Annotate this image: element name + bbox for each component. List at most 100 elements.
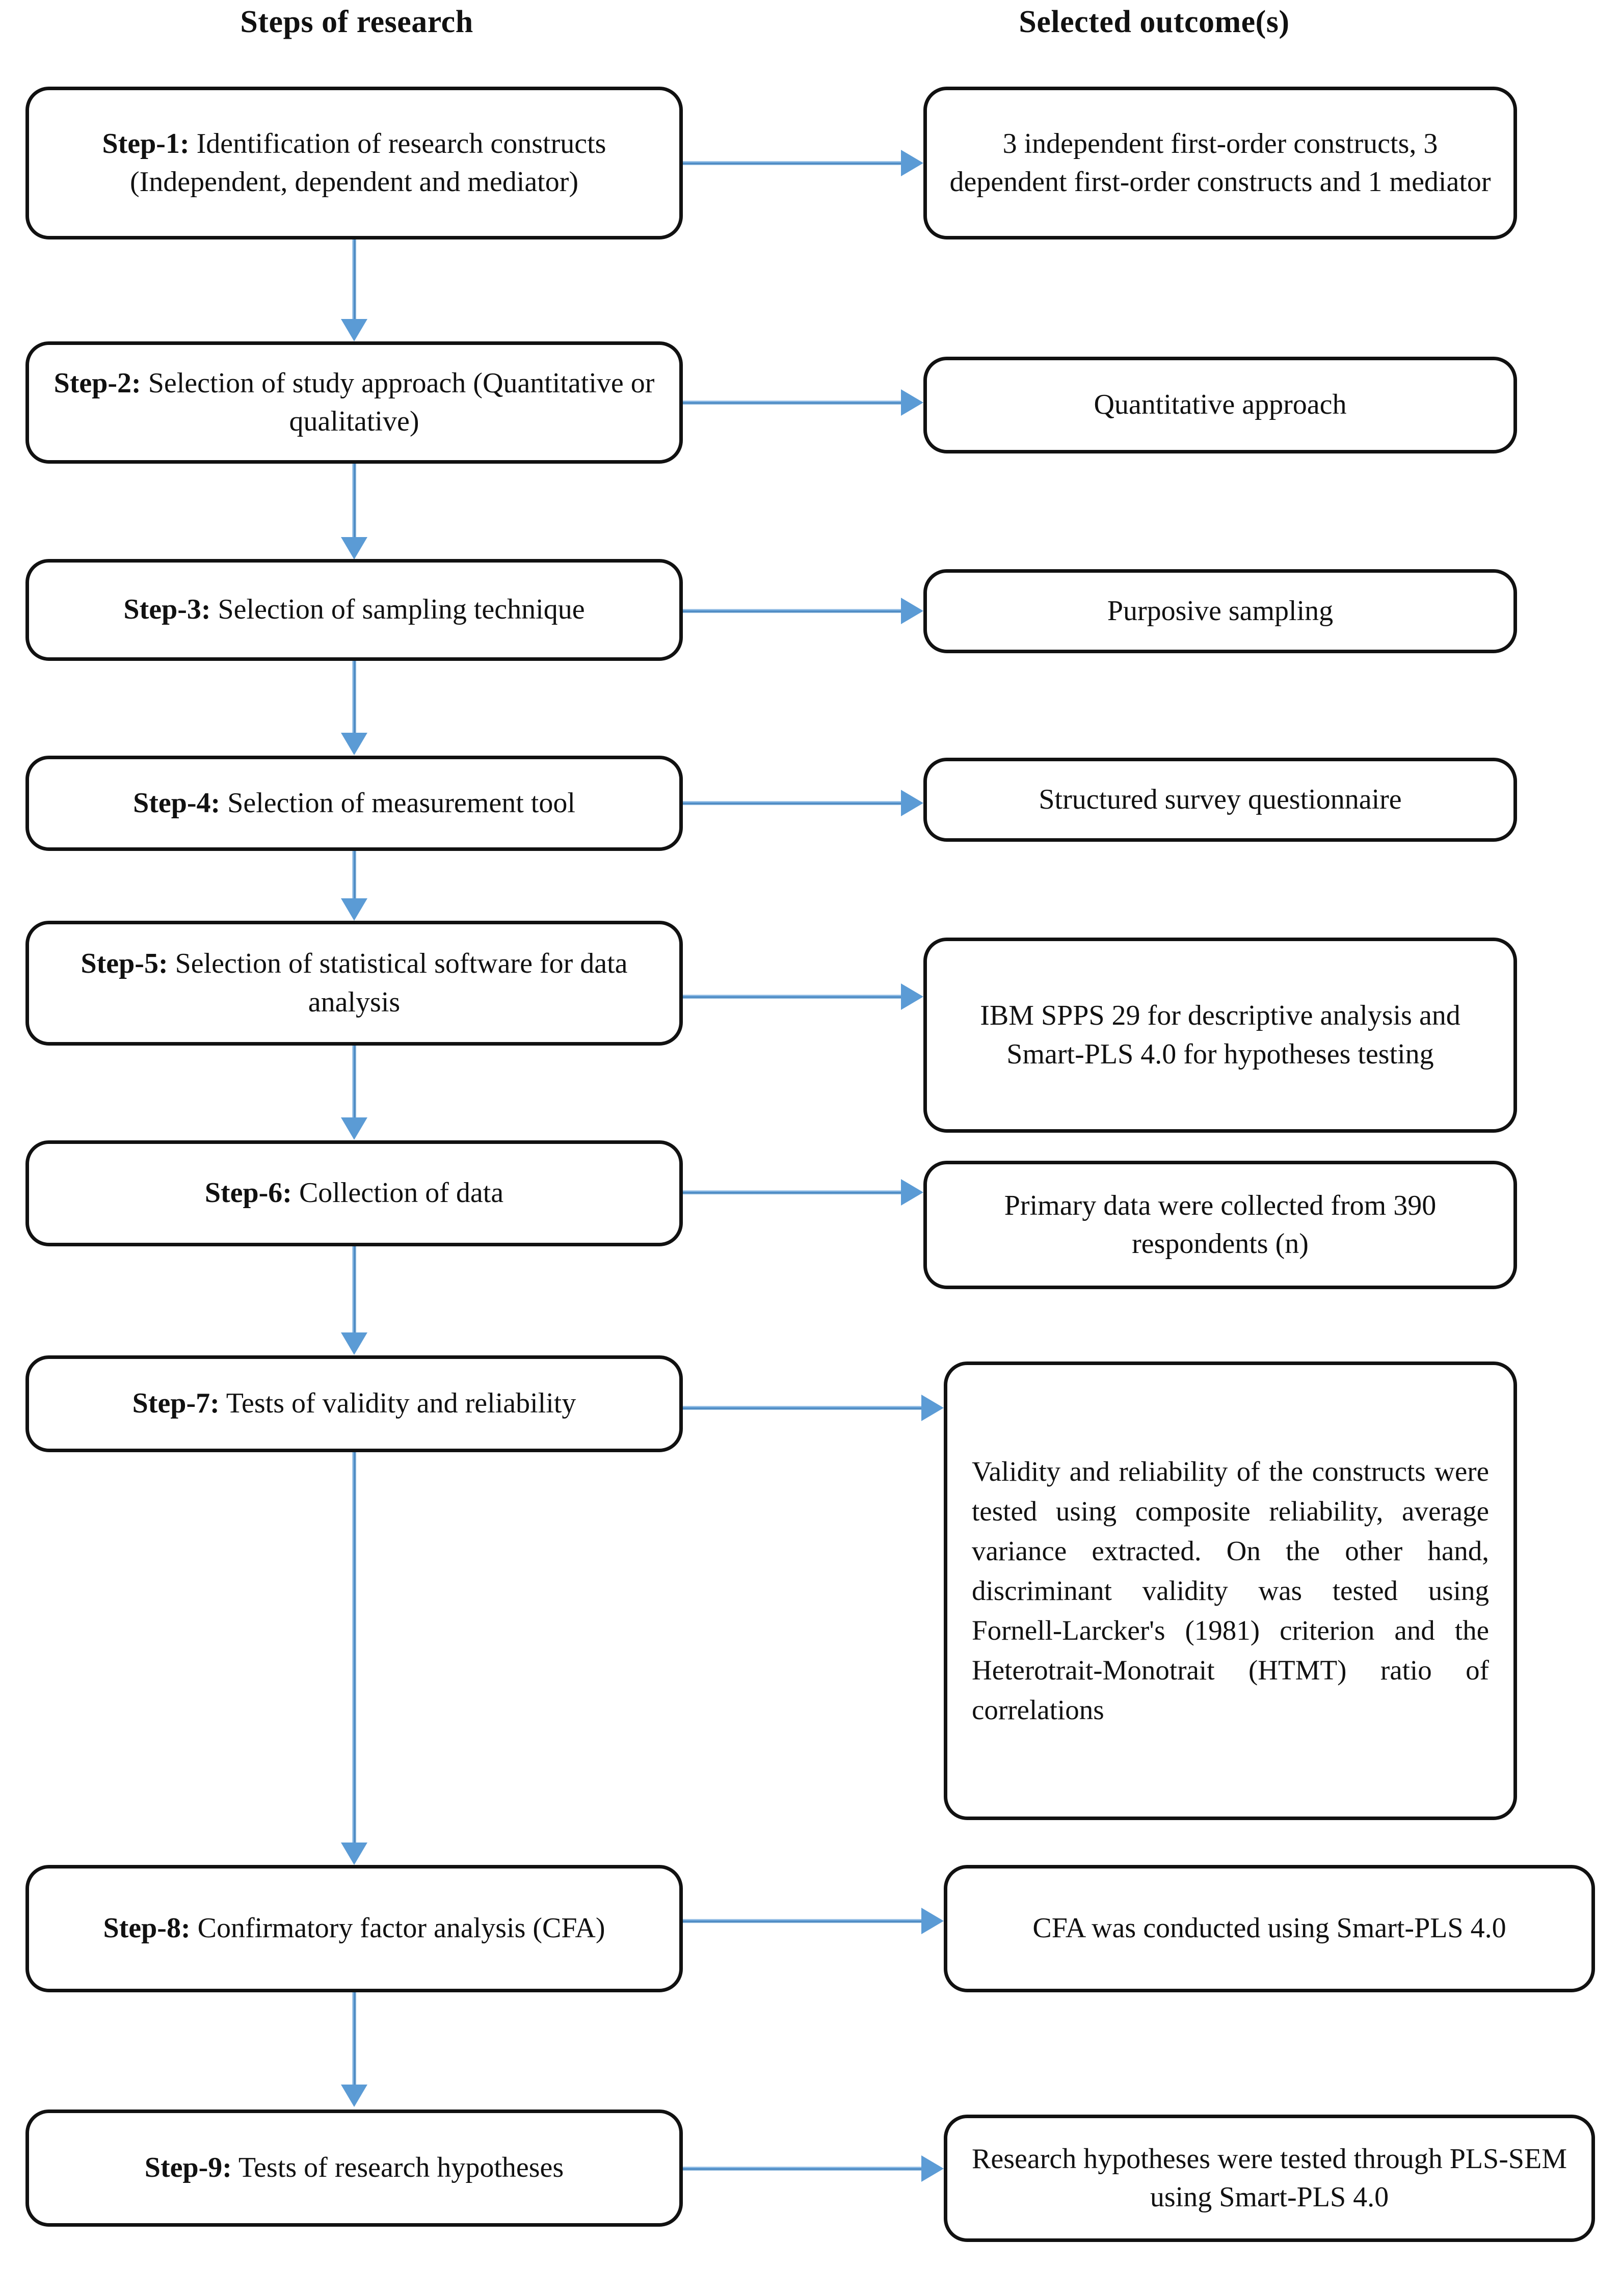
connector-step-5-to-step-6 <box>341 1046 367 1140</box>
arrow-shaft <box>683 1190 908 1194</box>
step-box-7-text: Step-7: Tests of validity and reliabilit… <box>48 1384 660 1423</box>
step-box-2-text: Step-2: Selection of study approach (Qua… <box>48 364 660 441</box>
arrow-shaft <box>683 801 908 805</box>
step-box-9-body: Tests of research hypotheses <box>231 2152 564 2184</box>
connector-step-6-to-step-7 <box>341 1246 367 1355</box>
arrow-head-down-icon <box>341 1843 367 1865</box>
arrow-head-right-icon <box>901 389 923 416</box>
step-box-4-body: Selection of measurement tool <box>220 787 575 819</box>
column-header-steps: Steps of research <box>240 5 473 39</box>
outcome-box-4[interactable]: Structured survey questionnaire <box>923 758 1517 842</box>
outcome-box-1[interactable]: 3 independent first-order constructs, 3 … <box>923 87 1517 239</box>
arrow-shaft <box>683 1406 928 1410</box>
connector-step-3-to-outcome-3 <box>683 598 923 624</box>
step-box-9-text: Step-9: Tests of research hypotheses <box>48 2149 660 2187</box>
step-box-7-label: Step-7: <box>132 1387 220 1420</box>
step-box-8[interactable]: Step-8: Confirmatory factor analysis (CF… <box>25 1865 683 1992</box>
arrow-shaft <box>352 464 356 545</box>
arrow-shaft <box>352 661 356 741</box>
connector-step-1-to-outcome-1 <box>683 150 923 176</box>
step-box-9-label: Step-9: <box>144 2152 232 2184</box>
outcome-box-6[interactable]: Primary data were collected from 390 res… <box>923 1161 1517 1289</box>
outcome-box-6-text: Primary data were collected from 390 res… <box>1004 1189 1437 1260</box>
arrow-shaft <box>352 1246 356 1341</box>
connector-step-2-to-outcome-2 <box>683 389 923 416</box>
step-box-1-label: Step-1: <box>102 127 190 159</box>
outcome-box-8-text: CFA was conducted using Smart-PLS 4.0 <box>1032 1912 1506 1944</box>
connector-step-7-to-step-8 <box>341 1452 367 1865</box>
step-box-3-body: Selection of sampling technique <box>210 594 585 626</box>
step-box-1-body: Identification of research constructs (I… <box>129 127 606 198</box>
step-box-3-text: Step-3: Selection of sampling technique <box>48 591 660 629</box>
outcome-box-9[interactable]: Research hypotheses were tested through … <box>944 2115 1595 2242</box>
step-box-8-label: Step-8: <box>103 1912 191 1944</box>
step-box-5-text: Step-5: Selection of statistical softwar… <box>48 945 660 1021</box>
step-box-4-label: Step-4: <box>133 787 221 819</box>
step-box-8-body: Confirmatory factor analysis (CFA) <box>190 1912 605 1944</box>
connector-step-7-to-outcome-7 <box>683 1395 944 1421</box>
arrow-head-right-icon <box>921 1908 944 1934</box>
arrow-shaft <box>352 239 356 327</box>
arrow-shaft <box>352 1452 356 1851</box>
step-box-7[interactable]: Step-7: Tests of validity and reliabilit… <box>25 1355 683 1452</box>
outcome-box-1-text: 3 independent first-order constructs, 3 … <box>949 127 1491 198</box>
arrow-head-right-icon <box>901 1179 923 1206</box>
step-box-5[interactable]: Step-5: Selection of statistical softwar… <box>25 921 683 1046</box>
arrow-head-down-icon <box>341 1332 367 1355</box>
step-box-6-label: Step-6: <box>204 1177 292 1209</box>
outcome-box-3[interactable]: Purposive sampling <box>923 569 1517 653</box>
connector-step-2-to-step-3 <box>341 464 367 559</box>
step-box-1[interactable]: Step-1: Identification of research const… <box>25 87 683 239</box>
arrow-head-right-icon <box>921 1395 944 1421</box>
outcome-box-5[interactable]: IBM SPPS 29 for descriptive analysis and… <box>923 938 1517 1133</box>
connector-step-9-to-outcome-9 <box>683 2155 944 2182</box>
step-box-5-label: Step-5: <box>81 948 168 980</box>
arrow-shaft <box>352 1046 356 1126</box>
connector-step-8-to-outcome-8 <box>683 1908 944 1934</box>
arrow-head-down-icon <box>341 537 367 559</box>
outcome-box-2[interactable]: Quantitative approach <box>923 357 1517 453</box>
step-box-9[interactable]: Step-9: Tests of research hypotheses <box>25 2110 683 2227</box>
step-box-3-label: Step-3: <box>123 594 211 626</box>
outcome-box-3-text: Purposive sampling <box>1107 595 1334 627</box>
step-box-2-body: Selection of study approach (Quantitativ… <box>141 367 655 437</box>
step-box-3[interactable]: Step-3: Selection of sampling technique <box>25 559 683 661</box>
outcome-box-8[interactable]: CFA was conducted using Smart-PLS 4.0 <box>944 1865 1595 1992</box>
step-box-2-label: Step-2: <box>54 367 141 399</box>
step-box-6-body: Collection of data <box>291 1177 504 1209</box>
step-box-7-body: Tests of validity and reliability <box>219 1387 576 1420</box>
outcome-box-9-text: Research hypotheses were tested through … <box>972 2143 1567 2213</box>
connector-step-4-to-outcome-4 <box>683 790 923 816</box>
connector-step-5-to-outcome-5 <box>683 983 923 1010</box>
arrow-head-right-icon <box>901 790 923 816</box>
outcome-box-7-text: Validity and reliability of the construc… <box>972 1455 1489 1726</box>
step-box-4-text: Step-4: Selection of measurement tool <box>48 784 660 822</box>
step-box-8-text: Step-8: Confirmatory factor analysis (CF… <box>48 1909 660 1947</box>
arrow-shaft <box>352 851 356 906</box>
arrow-head-right-icon <box>901 983 923 1010</box>
connector-step-3-to-step-4 <box>341 661 367 755</box>
step-box-6-text: Step-6: Collection of data <box>48 1174 660 1212</box>
arrow-head-down-icon <box>341 1117 367 1140</box>
arrow-shaft <box>683 1919 928 1923</box>
arrow-head-right-icon <box>901 598 923 624</box>
arrow-head-down-icon <box>341 733 367 755</box>
arrow-shaft <box>352 1992 356 2093</box>
connector-step-4-to-step-5 <box>341 851 367 921</box>
column-header-outcomes: Selected outcome(s) <box>1019 5 1290 39</box>
step-box-5-body: Selection of statistical software for da… <box>168 948 628 1018</box>
step-box-2[interactable]: Step-2: Selection of study approach (Qua… <box>25 341 683 464</box>
arrow-head-down-icon <box>341 319 367 341</box>
arrow-shaft <box>683 995 908 999</box>
arrow-shaft <box>683 2167 928 2171</box>
arrow-head-right-icon <box>921 2155 944 2182</box>
outcome-box-7[interactable]: Validity and reliability of the construc… <box>944 1361 1517 1820</box>
step-box-1-text: Step-1: Identification of research const… <box>48 125 660 201</box>
arrow-head-right-icon <box>901 150 923 176</box>
connector-step-6-to-outcome-6 <box>683 1179 923 1206</box>
step-box-6[interactable]: Step-6: Collection of data <box>25 1140 683 1246</box>
step-box-4[interactable]: Step-4: Selection of measurement tool <box>25 756 683 851</box>
connector-step-8-to-step-9 <box>341 1992 367 2107</box>
arrow-shaft <box>683 401 908 405</box>
